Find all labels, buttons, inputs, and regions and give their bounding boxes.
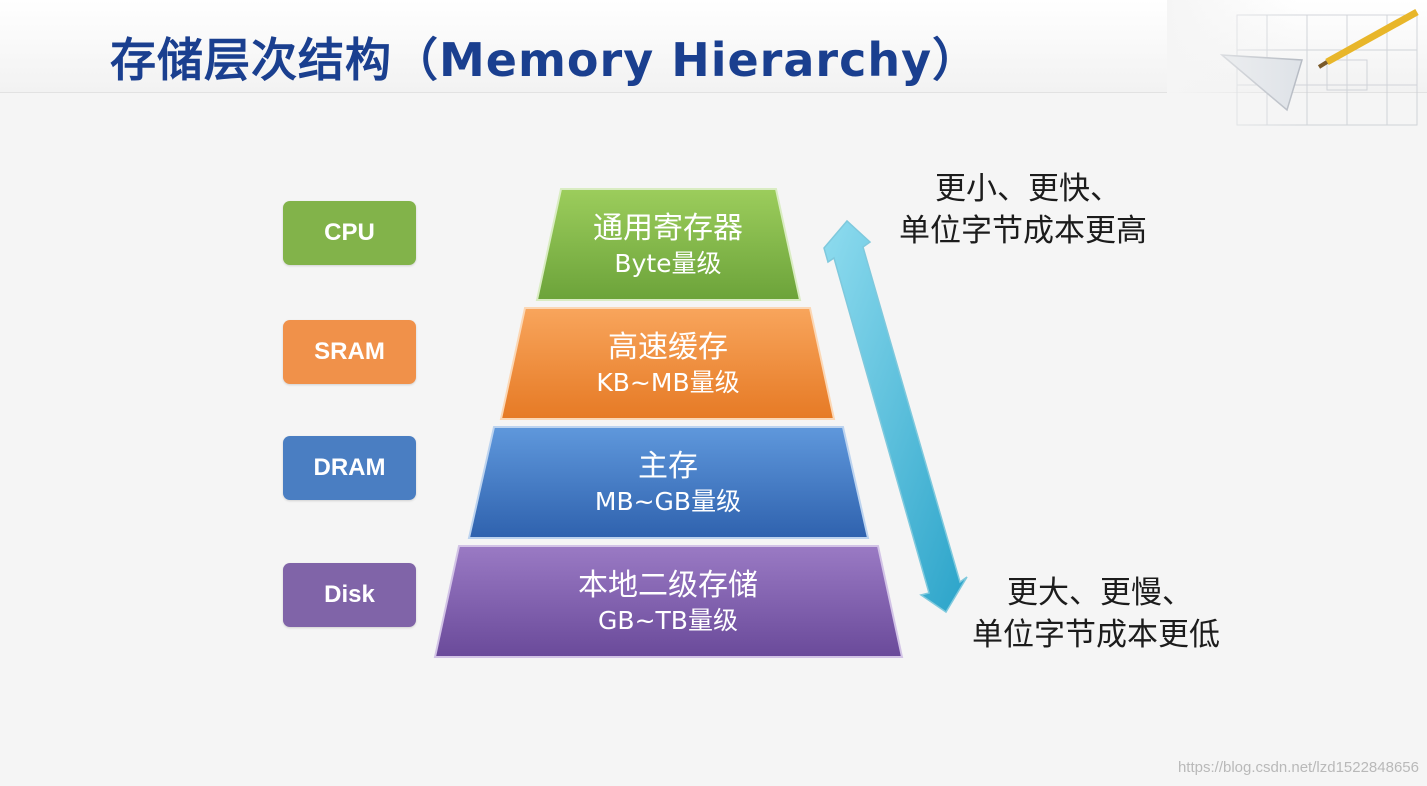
drafting-tools-decoration <box>1167 0 1427 140</box>
tier-registers-text: 通用寄存器 Byte量级 <box>468 210 868 280</box>
tier-secondary-storage-name: 本地二级存储 <box>578 568 758 603</box>
top-note-line1: 更小、更快、 <box>935 171 1121 207</box>
watermark-url: https://blog.csdn.net/lzd1522848656 <box>1177 759 1419 776</box>
tier-main-memory-text: 主存 MB~GB量级 <box>468 448 868 518</box>
tier-cache-size: KB~MB量级 <box>596 368 740 397</box>
tier-cache-text: 高速缓存 KB~MB量级 <box>468 329 868 399</box>
tier-registers-name: 通用寄存器 <box>593 211 743 246</box>
tier-main-memory-size: MB~GB量级 <box>594 487 742 516</box>
tier-main-memory-name: 主存 <box>638 449 698 484</box>
level-label-sram: SRAM <box>283 320 416 384</box>
slide-title: 存储层次结构（Memory Hierarchy） <box>110 33 980 87</box>
tier-secondary-storage <box>433 545 904 658</box>
bottom-note-line2: 单位字节成本更低 <box>972 617 1220 653</box>
tier-cache-name: 高速缓存 <box>608 330 728 365</box>
tier-main-memory <box>467 426 870 539</box>
tier-secondary-storage-text: 本地二级存储 GB~TB量级 <box>468 567 868 637</box>
double-arrow-icon <box>823 219 968 614</box>
bottom-note-line1: 更大、更慢、 <box>1007 575 1193 611</box>
tier-registers-size: Byte量级 <box>614 249 722 278</box>
tier-cache <box>499 307 836 420</box>
tier-secondary-storage-size: GB~TB量级 <box>598 606 738 635</box>
level-label-dram: DRAM <box>283 436 416 500</box>
level-label-disk: Disk <box>283 563 416 627</box>
level-label-cpu: CPU <box>283 201 416 265</box>
top-note-line2: 单位字节成本更高 <box>899 213 1147 249</box>
tier-registers <box>535 188 802 301</box>
